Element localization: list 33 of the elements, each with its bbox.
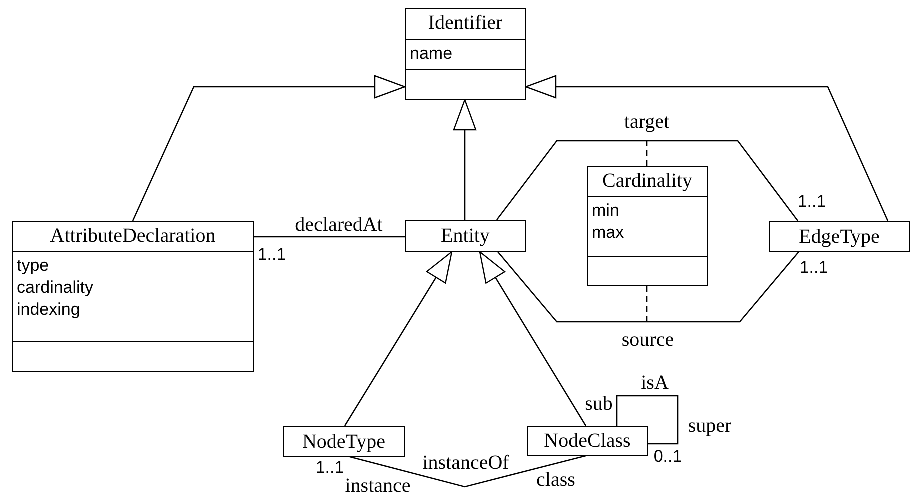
generalization-arrow: [344, 251, 453, 426]
class-name: NodeType: [302, 430, 386, 454]
association-line: [498, 252, 800, 323]
dashed-line: [646, 286, 648, 322]
class-box: [405, 220, 526, 252]
association-line: [254, 236, 405, 238]
generalization-arrow: [525, 75, 889, 222]
generalization-arrow: [453, 99, 477, 220]
class-box: [527, 426, 648, 456]
class-name: Identifier: [427, 11, 504, 36]
class-box: [12, 221, 254, 372]
association-line: [496, 140, 799, 222]
class-box: [283, 426, 405, 457]
association-line: [616, 395, 679, 445]
association-line: [350, 455, 586, 488]
generalization-arrow: [479, 251, 587, 426]
attribute-text: type: [16, 255, 50, 277]
class-name: AttributeDeclaration: [49, 224, 217, 249]
class-box: [587, 166, 708, 286]
attribute-text: name: [409, 43, 454, 65]
attribute-text: max: [591, 222, 626, 244]
class-box: [769, 221, 910, 252]
class-name: Cardinality: [602, 169, 694, 194]
generalization-arrow: [132, 75, 406, 222]
dashed-line: [646, 141, 648, 166]
attribute-text: indexing: [16, 299, 82, 321]
class-box: [405, 8, 526, 100]
role-label: instance: [345, 476, 411, 495]
attribute-text: min: [591, 200, 620, 222]
class-name: EdgeType: [799, 224, 880, 250]
attribute-text: cardinality: [16, 277, 95, 299]
class-name: Entity: [441, 224, 490, 249]
class-name: NodeClass: [544, 429, 631, 454]
